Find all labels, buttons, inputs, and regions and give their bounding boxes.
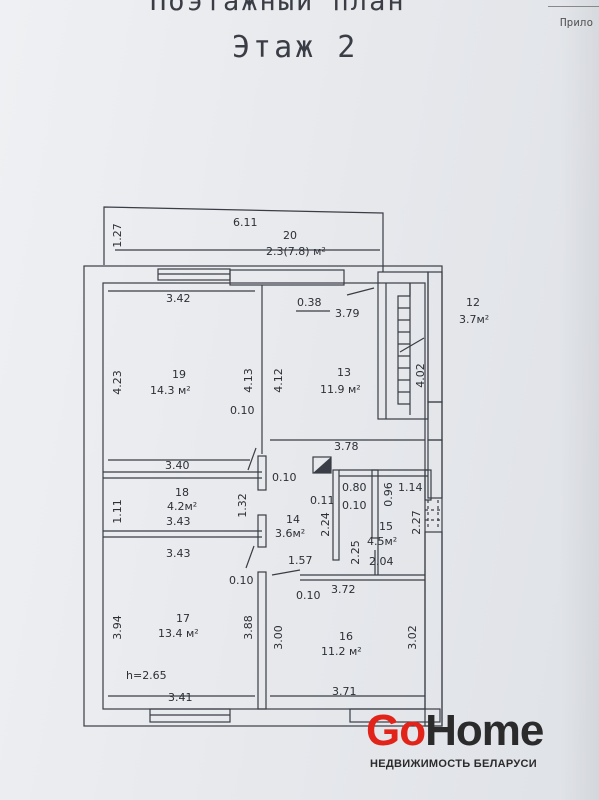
room-18-area: 4.2м² [167, 500, 198, 513]
dim-label: 0.11 [310, 494, 335, 507]
dim-label: 0.10 [230, 404, 255, 417]
dim-label: 3.94 [110, 615, 124, 640]
dim-label: 3.41 [168, 691, 193, 704]
wall-left [84, 266, 103, 726]
dim-label: 4.13 [241, 368, 255, 393]
dim-label: 0.10 [229, 574, 254, 587]
room-19-number: 19 [172, 368, 186, 381]
dim-label: 6.11 [233, 216, 258, 229]
dim-label: 3.00 [271, 625, 285, 650]
room-13-area: 11.9 м² [320, 383, 361, 396]
room-14-area: 3.6м² [275, 527, 306, 540]
gohome-logo: GoHome НЕДВИЖИМОСТЬ БЕЛАРУСИ [362, 706, 599, 800]
dim-label: 2.25 [348, 540, 362, 565]
dim-label: 0.80 [342, 481, 367, 494]
room-15-area: 4.5м² [367, 535, 398, 548]
window-top-2 [229, 269, 345, 286]
room-20-number: 20 [283, 229, 297, 242]
logo-tagline: НЕДВИЖИМОСТЬ БЕЛАРУСИ [370, 758, 537, 770]
logo-wordmark: GoHome [366, 706, 544, 756]
window-bottom-2 [349, 708, 441, 723]
dim-label: 3.02 [405, 625, 419, 650]
dim-label: 4.12 [271, 368, 285, 393]
dim-label: 3.72 [331, 583, 356, 596]
dim-label: 3.88 [241, 615, 255, 640]
dim-label: 2.04 [369, 555, 394, 568]
dim-label: 4.23 [110, 370, 124, 395]
dim-label: 1.27 [110, 223, 124, 248]
dim-label: 2.27 [409, 510, 423, 535]
dim-label: 3.43 [166, 515, 191, 528]
floor-label: Этаж 2 [232, 30, 359, 65]
ceiling-height-label: h=2.65 [126, 669, 167, 682]
room-14-number: 14 [286, 513, 300, 526]
wall-right-mid [427, 439, 443, 499]
room-16-number: 16 [339, 630, 353, 643]
wall-right-lower [424, 531, 443, 727]
dim-label: 0.10 [296, 589, 321, 602]
room-12-area: 3.7м² [459, 313, 490, 326]
dim-label: 3.40 [165, 459, 190, 472]
room-20-area: 2.3(7.8) м² [266, 245, 326, 258]
logo-home: Home [425, 706, 544, 755]
wall-segment-c [257, 571, 267, 710]
dim-label: 1.57 [288, 554, 313, 567]
room-15-number: 15 [379, 520, 393, 533]
dim-label: 4.02 [413, 363, 427, 388]
wall-segment-b [257, 514, 267, 548]
dim-label: 0.10 [342, 499, 367, 512]
dim-label: 0.96 [381, 482, 395, 507]
wall-bath-mid [371, 469, 379, 539]
room-12-number: 12 [466, 296, 480, 309]
room-19-area: 14.3 м² [150, 384, 191, 397]
dim-label: 3.78 [334, 440, 359, 453]
dim-label: 3.43 [166, 547, 191, 560]
dim-label: 1.11 [110, 499, 124, 524]
dim-label: 0.10 [272, 471, 297, 484]
vent-fill [313, 457, 331, 473]
dim-label: 1.14 [398, 481, 423, 494]
dim-label: 3.71 [332, 685, 357, 698]
dim-label: 3.79 [335, 307, 360, 320]
wall-right-window [427, 401, 443, 441]
wall-bath-left [332, 469, 340, 561]
dim-label: 0.38 [297, 296, 322, 309]
sheet-shadow [560, 0, 599, 800]
dim-label: 1.32 [235, 493, 249, 518]
room-18-number: 18 [175, 486, 189, 499]
stair-steps [397, 283, 411, 405]
stair-enclosure [377, 271, 429, 420]
room-17-number: 17 [176, 612, 190, 625]
room-17-area: 13.4 м² [158, 627, 199, 640]
outer-wall-inner [102, 282, 426, 710]
dim-label: 2.24 [318, 512, 332, 537]
logo-go: Go [366, 706, 426, 755]
dim-label: 3.42 [166, 292, 191, 305]
appendix-label: Прило [560, 16, 594, 29]
wall-segment-a [257, 455, 267, 491]
room-13-number: 13 [337, 366, 351, 379]
frame-line [548, 6, 599, 7]
wall-right-upper [427, 271, 443, 403]
plan-title: Поэтажный план [150, 0, 406, 17]
room-16-area: 11.2 м² [321, 645, 362, 658]
balcony-outline [103, 206, 384, 272]
